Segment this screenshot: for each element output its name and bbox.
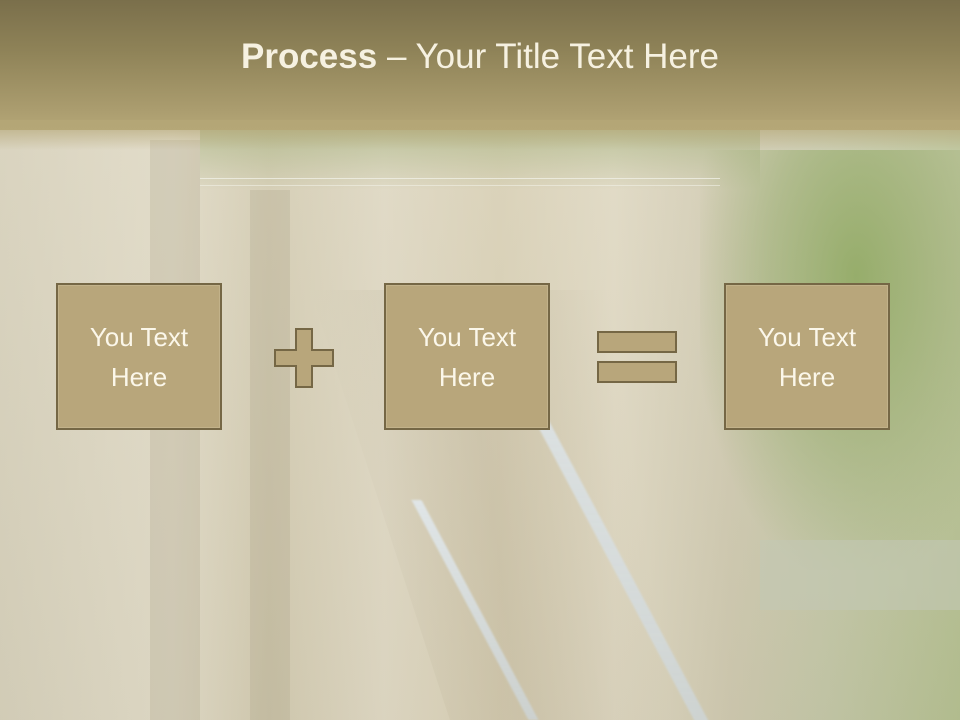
text-box-1-line2: Here <box>110 361 168 392</box>
dam-pier <box>150 140 200 720</box>
slide-title[interactable]: Process – Your Title Text Here <box>241 37 719 77</box>
text-box-1[interactable]: You Text Here <box>56 283 222 430</box>
text-box-3-line2: Here <box>778 361 836 392</box>
text-box-1-label: You Text Here <box>74 317 204 397</box>
text-box-1-line1: You Text <box>89 321 189 352</box>
title-rest: – Your Title Text Here <box>377 37 719 76</box>
equals-icon <box>597 331 677 383</box>
text-box-2-line1: You Text <box>417 321 517 352</box>
title-bar: Process – Your Title Text Here <box>0 0 960 130</box>
title-bold: Process <box>241 37 378 76</box>
dam-railing <box>200 178 720 186</box>
text-box-2[interactable]: You Text Here <box>384 283 550 430</box>
text-box-3-label: You Text Here <box>742 317 872 397</box>
text-box-2-line2: Here <box>438 361 496 392</box>
text-box-3-line1: You Text <box>757 321 857 352</box>
text-box-2-label: You Text Here <box>402 317 532 397</box>
text-box-3[interactable]: You Text Here <box>724 283 890 430</box>
title-fade <box>0 120 960 150</box>
concrete-ledge <box>760 540 960 610</box>
plus-icon <box>274 328 334 388</box>
dam-pier <box>250 190 290 720</box>
